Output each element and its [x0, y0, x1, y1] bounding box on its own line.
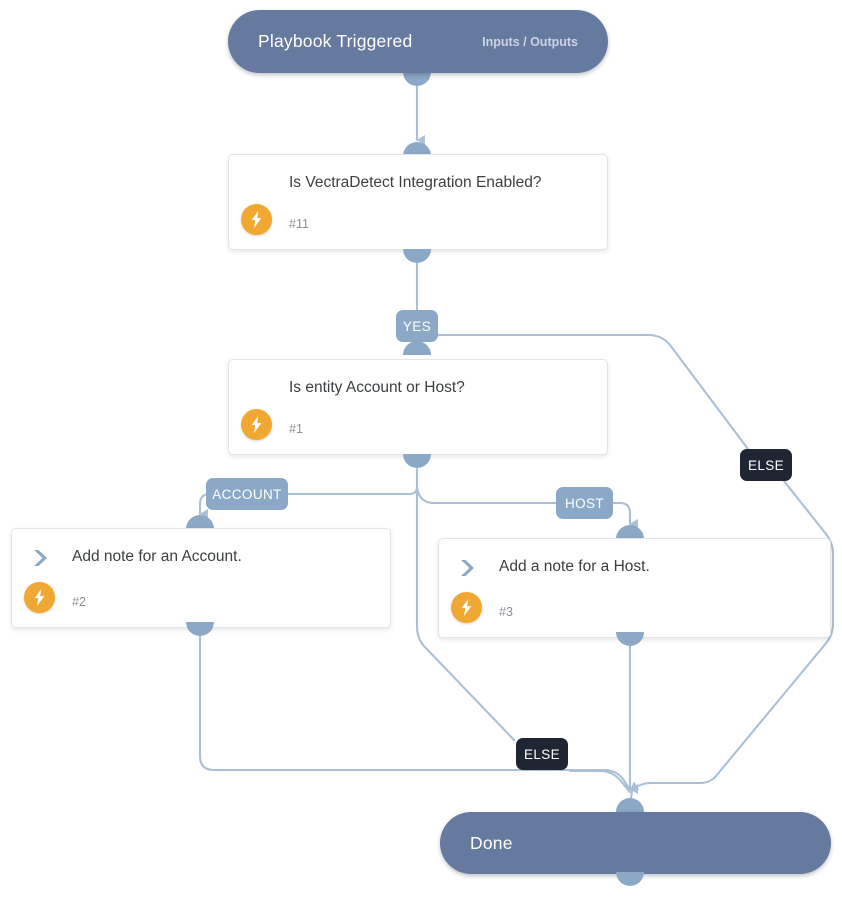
node-done[interactable]: Done — [440, 812, 831, 874]
lightning-icon — [24, 582, 55, 613]
decision-integration-number: #11 — [289, 217, 309, 231]
edge-else-bottom-to-done — [568, 769, 632, 794]
diamond-icon — [247, 378, 275, 406]
lightning-icon — [241, 204, 272, 235]
port-host-out[interactable] — [616, 632, 644, 646]
node-add-note-account[interactable]: Add note for an Account. #2 — [11, 528, 391, 628]
decision-entity-number: #1 — [289, 422, 303, 436]
edge-label-host[interactable]: HOST — [556, 487, 613, 519]
port-d1-out[interactable] — [403, 454, 431, 468]
node-playbook-triggered[interactable]: Playbook Triggered Inputs / Outputs — [228, 10, 608, 73]
port-account-in[interactable] — [186, 515, 214, 529]
action-host-title: Add a note for a Host. — [499, 558, 650, 575]
action-account-title: Add note for an Account. — [72, 548, 242, 565]
port-d11-out[interactable] — [403, 249, 431, 263]
edge-label-yes[interactable]: YES — [396, 310, 438, 342]
start-node-inputs-outputs[interactable]: Inputs / Outputs — [482, 34, 578, 49]
decision-integration-title: Is VectraDetect Integration Enabled? — [289, 174, 542, 191]
edge-label-host-text: HOST — [564, 495, 605, 511]
node-decision-entity-type[interactable]: Is entity Account or Host? #1 — [228, 359, 608, 455]
edge-label-account-text: ACCOUNT — [212, 486, 282, 502]
edge-d1-else — [415, 485, 516, 742]
decision-entity-title: Is entity Account or Host? — [289, 379, 465, 396]
node-decision-integration-enabled[interactable]: Is VectraDetect Integration Enabled? #11 — [228, 154, 608, 250]
lightning-icon — [241, 409, 272, 440]
port-host-in[interactable] — [616, 525, 644, 539]
edge-label-else-bottom-text: ELSE — [523, 746, 561, 762]
edge-d1-to-host — [415, 485, 638, 529]
diamond-icon — [247, 173, 275, 201]
port-done-out[interactable] — [616, 872, 644, 886]
edge-account-to-done — [198, 633, 640, 792]
edge-label-else-right-text: ELSE — [747, 457, 785, 473]
port-start-out[interactable] — [403, 72, 431, 86]
lightning-icon — [451, 592, 482, 623]
action-account-number: #2 — [72, 595, 86, 609]
port-yes-in — [403, 341, 431, 355]
edge-d11-else-upper — [433, 333, 750, 451]
done-node-title: Done — [470, 832, 513, 853]
start-node-title: Playbook Triggered — [258, 31, 413, 51]
edge-label-yes-text: YES — [402, 318, 432, 334]
chevron-right-icon — [457, 557, 485, 585]
edge-d11-else-lower — [629, 479, 835, 800]
node-add-note-host[interactable]: Add a note for a Host. #3 — [438, 538, 831, 638]
action-host-number: #3 — [499, 605, 513, 619]
edge-label-else-bottom[interactable]: ELSE — [516, 738, 568, 770]
edge-label-account[interactable]: ACCOUNT — [206, 478, 288, 510]
port-done-in[interactable] — [616, 798, 644, 812]
chevron-right-icon — [30, 547, 58, 575]
edge-label-else-right[interactable]: ELSE — [740, 449, 792, 481]
port-d11-in[interactable] — [403, 142, 431, 156]
port-account-out[interactable] — [186, 622, 214, 636]
